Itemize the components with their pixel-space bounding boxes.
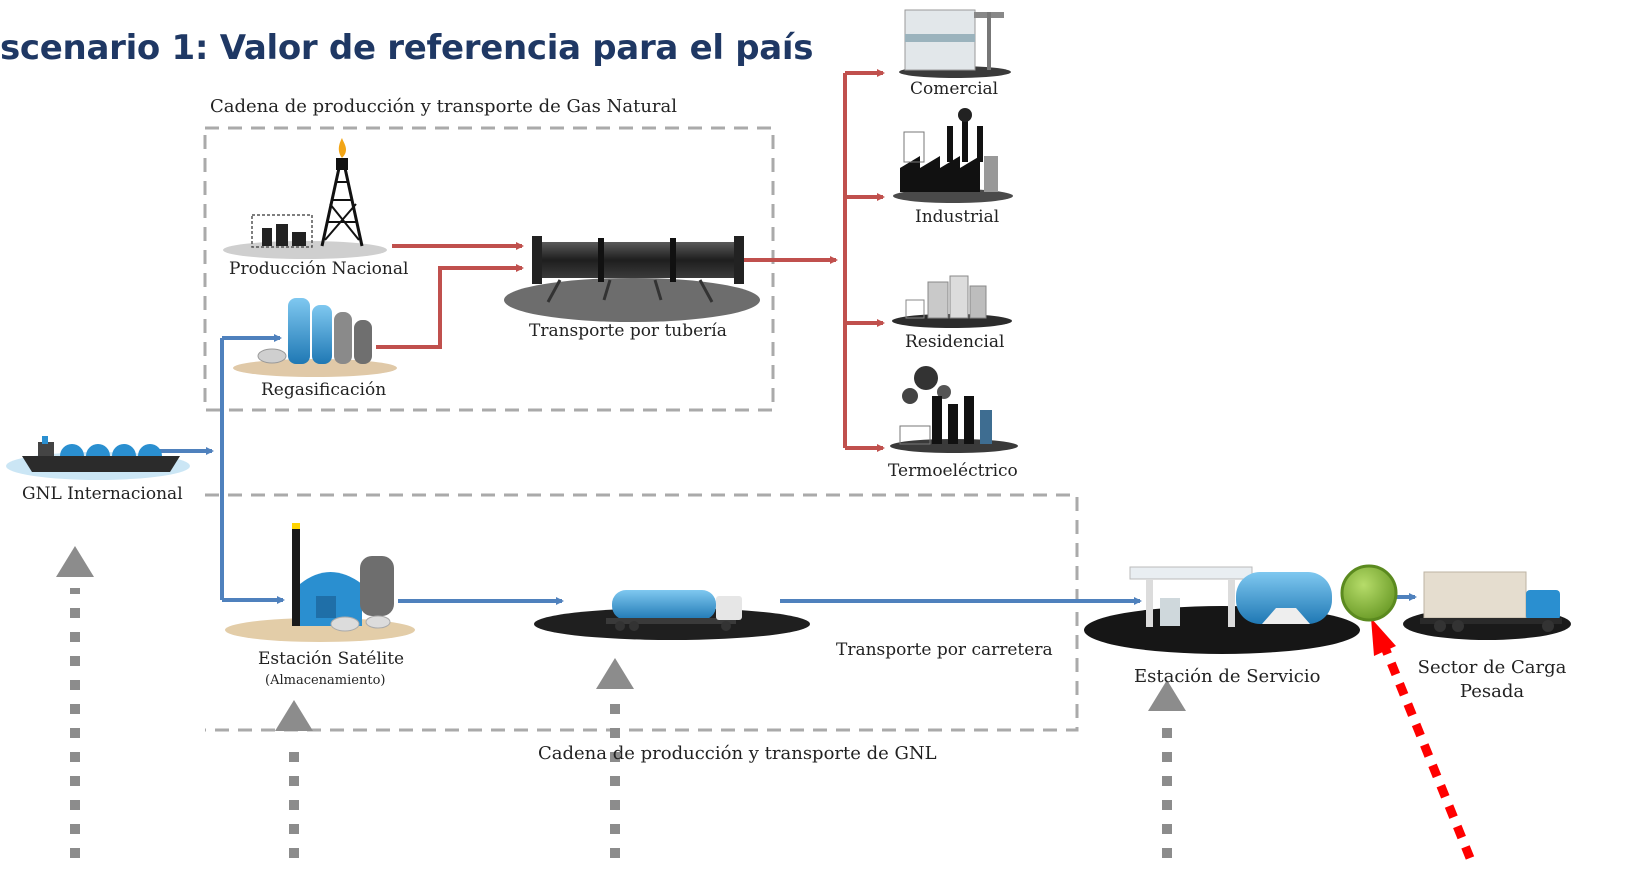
industrial-label: Industrial [915,207,1000,227]
transporte-tuberia-label: Transporte por tubería [529,321,727,341]
gnl-chain-label: Cadena de producción y transporte de GNL [538,743,937,764]
industrial-icon [893,108,1013,203]
lng-ship-icon [6,436,190,480]
grey-arrow-head-station [1148,680,1186,711]
residential-icon [892,275,1012,328]
satellite-station-icon [225,523,415,642]
commercial-icon [899,9,1011,78]
red-dotted-arrow [1371,618,1475,860]
gnl-flow-arrows [150,334,1417,605]
page-title: scenario 1: Valor de referencia para el … [0,28,814,68]
almacenamiento-label: (Almacenamiento) [265,673,386,688]
grey-arrow-head-truck [596,658,634,689]
service-station-icon [1084,566,1360,654]
pipeline-icon [504,236,760,322]
tanker-truck-icon [534,590,810,640]
grey-dotted-arrows [56,546,1186,858]
gas-chain-label: Cadena de producción y transporte de Gas… [210,96,677,117]
produccion-label: Producción Nacional [229,259,409,279]
estacion-servicio-label: Estación de Servicio [1134,666,1321,687]
termoelectrico-label: Termoeléctrico [888,461,1018,481]
gas-flow-arrows [376,69,885,452]
derrick-icon [223,138,387,259]
regasificacion-label: Regasificación [261,380,387,400]
gnl-internacional-label: GNL Internacional [22,484,183,504]
sector-carga-label: Sector de Carga Pesada [1417,657,1567,702]
comercial-label: Comercial [910,79,999,99]
regasification-icon [233,298,397,377]
gas-chain-box [203,126,775,412]
green-marker [1340,564,1398,622]
estacion-satelite-label: Estación Satélite [258,649,405,669]
transporte-carretera-label: Transporte por carretera [836,640,1053,660]
grey-arrow-head-satellite [275,700,313,731]
grey-arrow-head-gnl [56,546,94,577]
gnl-chain-box [205,493,1079,732]
heavy-truck-icon [1403,571,1571,640]
thermoelectric-icon [890,366,1018,453]
residencial-label: Residencial [905,332,1005,352]
